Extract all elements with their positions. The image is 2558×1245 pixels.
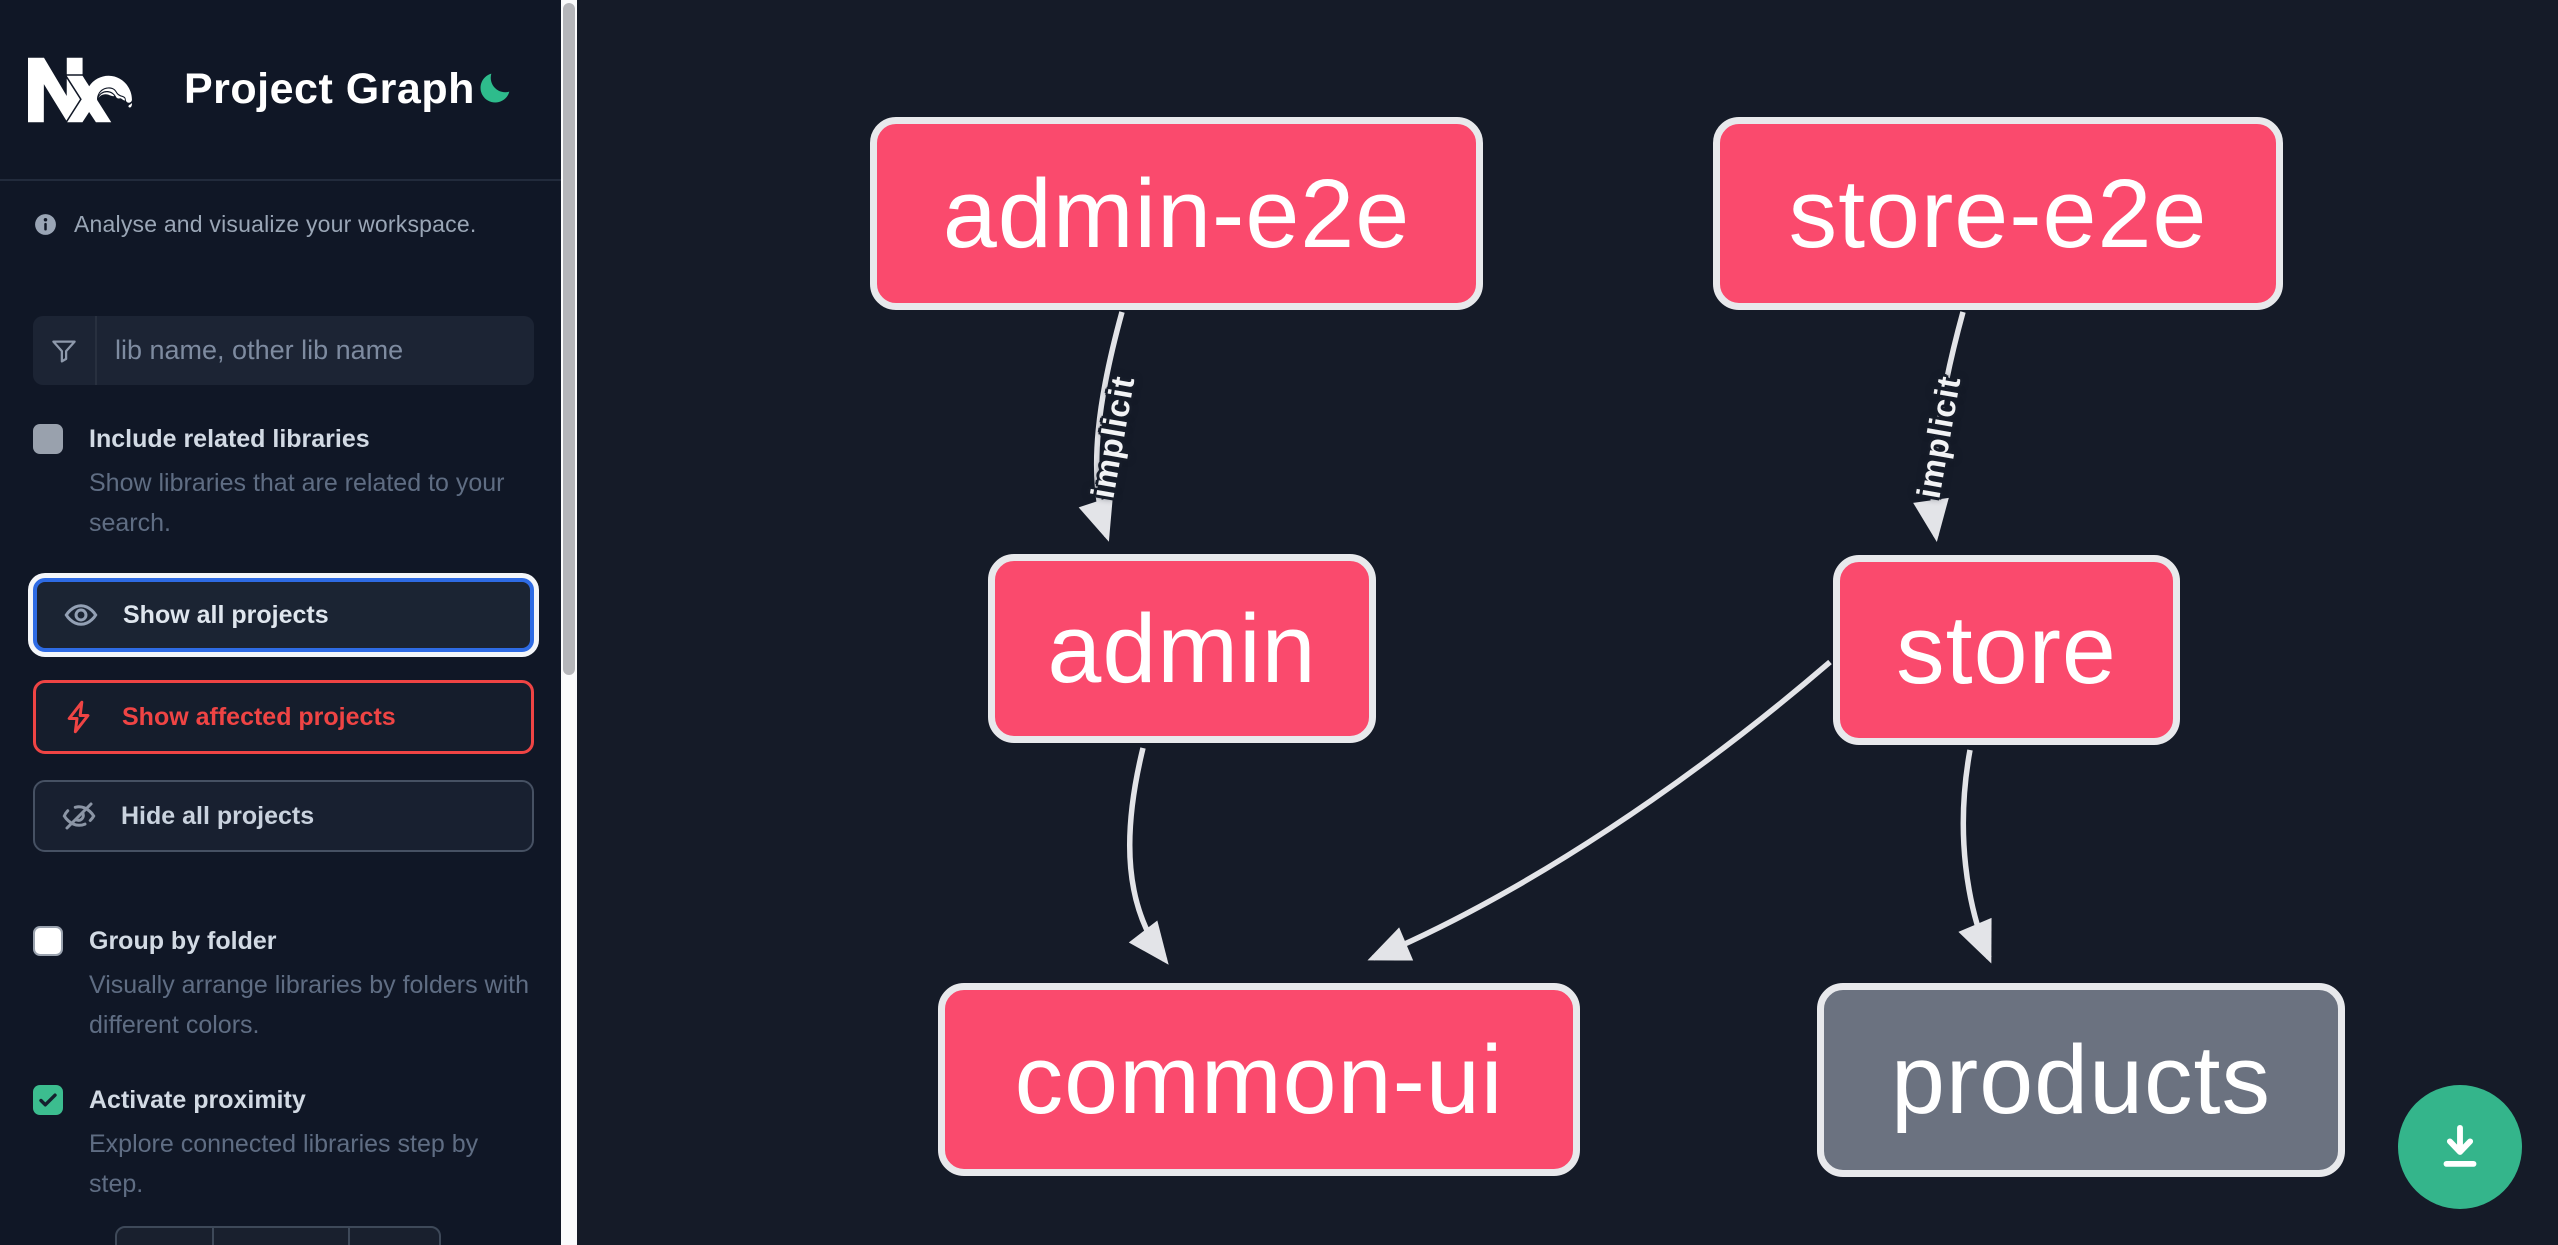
group-by-folder-checkbox[interactable] (33, 926, 63, 956)
graph-node-admin-e2e[interactable]: admin-e2e (870, 117, 1483, 310)
activate-proximity-label: Activate proximity (89, 1086, 306, 1114)
info-text: Analyse and visualize your workspace. (74, 211, 477, 237)
filter-search (33, 316, 534, 385)
show-all-projects-button[interactable]: Show all projects (33, 578, 534, 652)
page-title: Project Graph (184, 65, 475, 113)
include-related-toggle: Include related libraries Show libraries… (33, 422, 561, 543)
hide-all-projects-button[interactable]: Hide all projects (33, 780, 534, 852)
include-related-checkbox[interactable] (33, 424, 63, 454)
sidebar-scrollbar-thumb[interactable] (563, 3, 575, 675)
eye-icon (64, 604, 98, 626)
include-related-description: Show libraries that are related to your … (89, 469, 505, 537)
moon-icon (480, 73, 510, 103)
edge-store-products (1958, 749, 1992, 964)
group-by-folder-label: Group by folder (89, 927, 277, 955)
project-graph-canvas[interactable]: implicit implicit admin-e2e store-e2e ad… (577, 0, 2558, 1245)
sidebar-scrollbar-track[interactable] (561, 0, 577, 1245)
info-icon (35, 214, 56, 235)
filter-funnel-icon (52, 340, 76, 362)
graph-node-store[interactable]: store (1833, 555, 2180, 745)
group-by-folder-description: Visually arrange libraries by folders wi… (89, 971, 530, 1039)
download-graph-button[interactable] (2398, 1085, 2522, 1209)
proximity-increment-button[interactable] (348, 1228, 439, 1245)
proximity-depth-control (115, 1226, 441, 1245)
edge-store-e2e-store (1913, 311, 1966, 542)
graph-node-common-ui[interactable]: common-ui (938, 983, 1580, 1176)
workspace-info: Analyse and visualize your workspace. (33, 211, 561, 238)
bolt-icon (67, 700, 90, 734)
show-affected-projects-button[interactable]: Show affected projects (33, 680, 534, 754)
graph-node-products[interactable]: products (1817, 983, 2345, 1177)
sidebar-header: Project Graph (0, 0, 561, 181)
activate-proximity-toggle: Activate proximity Explore connected lib… (33, 1083, 561, 1204)
theme-toggle-button[interactable] (475, 68, 515, 112)
activate-proximity-description: Explore connected libraries step by step… (89, 1130, 479, 1198)
nx-logo-icon (28, 57, 132, 122)
check-icon (39, 1093, 57, 1107)
activate-proximity-checkbox[interactable] (33, 1085, 63, 1115)
hide-all-projects-label: Hide all projects (121, 801, 315, 830)
graph-node-admin[interactable]: admin (988, 554, 1376, 743)
edge-admin-e2e-admin (1078, 311, 1125, 542)
eye-off-icon (62, 802, 96, 830)
proximity-decrement-button[interactable] (117, 1228, 212, 1245)
graph-node-store-e2e[interactable]: store-e2e (1713, 117, 2283, 310)
show-affected-projects-label: Show affected projects (122, 702, 396, 731)
search-input[interactable] (97, 316, 534, 385)
group-by-folder-toggle: Group by folder Visually arrange librari… (33, 924, 561, 1045)
edge-store-common-ui (1367, 659, 1832, 961)
graph-edges (1078, 311, 1992, 965)
download-icon (2443, 1124, 2477, 1167)
edge-admin-common-ui (1126, 747, 1169, 965)
filter-icon-cell (33, 316, 97, 385)
show-all-projects-label: Show all projects (123, 600, 329, 629)
proximity-value-cell[interactable] (212, 1228, 348, 1245)
sidebar: Project Graph Analyse and visualize your… (0, 0, 561, 1245)
include-related-label: Include related libraries (89, 425, 370, 453)
